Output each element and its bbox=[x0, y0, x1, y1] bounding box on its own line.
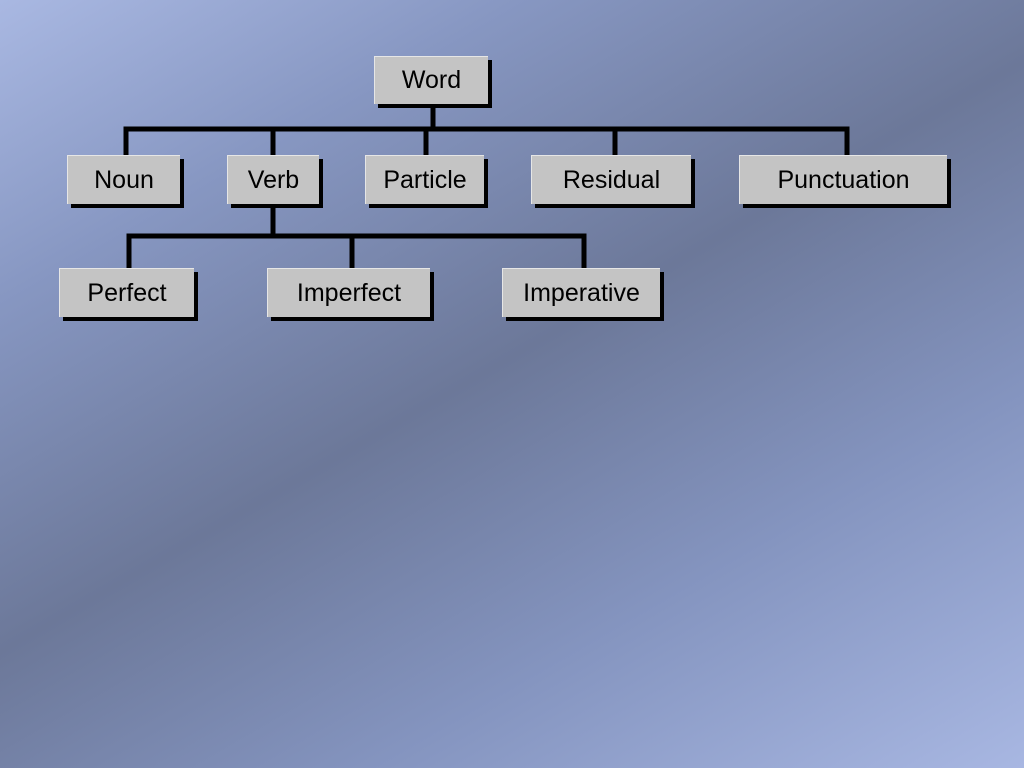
node-residual: Residual bbox=[531, 155, 691, 204]
node-imperative: Imperative bbox=[502, 268, 660, 317]
node-residual-label: Residual bbox=[562, 165, 661, 194]
node-word: Word bbox=[374, 56, 488, 104]
node-perfect-label: Perfect bbox=[87, 278, 167, 307]
node-verb-label: Verb bbox=[247, 165, 300, 194]
node-noun-label: Noun bbox=[94, 165, 154, 194]
node-perfect: Perfect bbox=[59, 268, 194, 317]
node-punctuation: Punctuation bbox=[739, 155, 947, 204]
node-noun: Noun bbox=[67, 155, 180, 204]
node-particle-label: Particle bbox=[383, 165, 467, 194]
node-particle: Particle bbox=[365, 155, 484, 204]
node-word-label: Word bbox=[401, 66, 462, 94]
node-punctuation-label: Punctuation bbox=[777, 165, 910, 194]
node-imperative-label: Imperative bbox=[523, 278, 640, 307]
node-imperfect-label: Imperfect bbox=[296, 278, 402, 307]
node-verb: Verb bbox=[227, 155, 319, 204]
node-imperfect: Imperfect bbox=[267, 268, 430, 317]
